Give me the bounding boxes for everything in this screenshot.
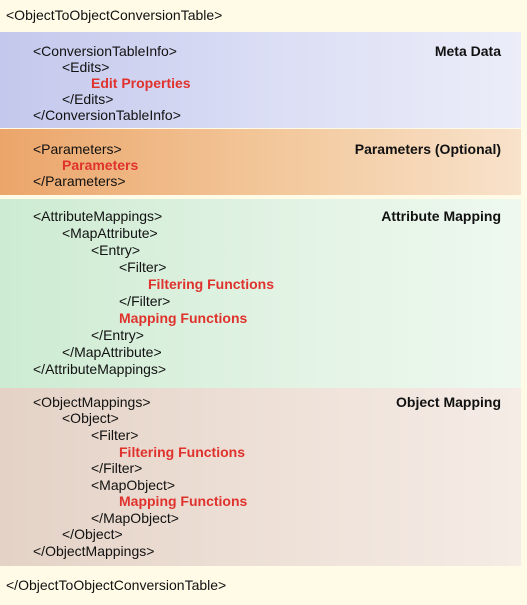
section-title-attribute-mapping: Attribute Mapping (381, 208, 501, 224)
section-title-object-mapping: Object Mapping (396, 394, 501, 410)
section-meta-data: Meta Data <ConversionTableInfo> <Edits> … (0, 32, 521, 128)
label-mapping-functions: Mapping Functions (119, 493, 248, 509)
label-filtering-functions: Filtering Functions (119, 444, 245, 460)
tag-filter-close: </Filter> (91, 460, 143, 476)
section-attribute-mapping: Attribute Mapping <AttributeMappings> <M… (0, 199, 521, 388)
root-open-tag: <ObjectToObjectConversionTable> (6, 7, 223, 23)
label-filtering-functions: Filtering Functions (148, 276, 274, 292)
tag-object-mappings-close: </ObjectMappings> (33, 543, 155, 559)
tag-attribute-mappings-open: <AttributeMappings> (33, 208, 163, 224)
tag-attribute-mappings-close: </AttributeMappings> (33, 361, 167, 377)
tag-entry-close: </Entry> (91, 327, 144, 343)
tag-map-attribute-open: <MapAttribute> (62, 225, 158, 241)
tag-filter-open: <Filter> (91, 427, 139, 443)
tag-conversion-table-info-open: <ConversionTableInfo> (33, 43, 177, 59)
tag-object-mappings-open: <ObjectMappings> (33, 394, 151, 410)
tag-filter-open: <Filter> (119, 259, 167, 275)
tag-edits-open: <Edits> (62, 59, 110, 75)
tag-filter-close: </Filter> (119, 293, 171, 309)
root-close-tag: </ObjectToObjectConversionTable> (6, 577, 227, 593)
label-edit-properties: Edit Properties (91, 75, 191, 91)
label-parameters: Parameters (62, 157, 139, 173)
tag-parameters-close: </Parameters> (33, 173, 126, 189)
tag-edits-close: </Edits> (62, 91, 114, 107)
section-object-mapping: Object Mapping <ObjectMappings> <Object>… (0, 388, 521, 566)
tag-parameters-open: <Parameters> (33, 141, 122, 157)
tag-object-open: <Object> (62, 410, 119, 426)
tag-map-object-open: <MapObject> (91, 477, 176, 493)
tag-map-object-close: </MapObject> (91, 510, 179, 526)
section-parameters: Parameters (Optional) <Parameters> Param… (0, 129, 521, 195)
section-title-parameters: Parameters (Optional) (354, 141, 501, 157)
tag-object-close: </Object> (62, 526, 123, 542)
tag-entry-open: <Entry> (91, 242, 141, 258)
label-mapping-functions: Mapping Functions (119, 310, 248, 326)
tag-conversion-table-info-close: </ConversionTableInfo> (33, 107, 181, 123)
tag-map-attribute-close: </MapAttribute> (62, 344, 162, 360)
section-title-meta-data: Meta Data (434, 43, 501, 59)
